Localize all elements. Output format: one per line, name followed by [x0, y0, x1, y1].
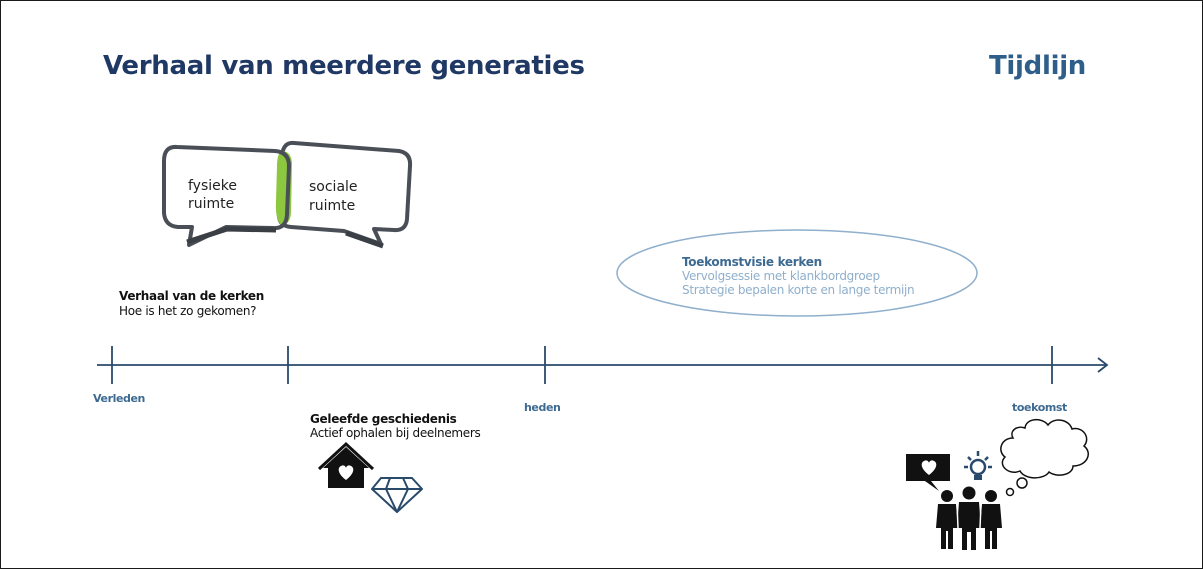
bubble-left-line2: ruimte — [188, 196, 235, 212]
bubble-right-line1: sociale — [309, 179, 358, 195]
bubble-left-line1: fysieke — [188, 178, 237, 194]
label-now: heden — [524, 401, 561, 414]
future-vision-line2: Strategie bepalen korte en lange termijn — [682, 283, 915, 297]
page-tag: Tijdlijn — [989, 51, 1087, 81]
history-subtitle: Actief ophalen bij deelnemers — [310, 426, 481, 440]
bubble-right-line2: ruimte — [309, 198, 356, 214]
future-vision-line1: Vervolgsessie met klankbordgroep — [682, 269, 880, 283]
history-title: Geleefde geschiedenis — [310, 412, 457, 426]
story-title: Verhaal van de kerken — [119, 289, 265, 303]
page-title: Verhaal van meerdere generaties — [103, 51, 585, 81]
story-subtitle: Hoe is het zo gekomen? — [119, 304, 257, 318]
future-vision-title: Toekomstvisie kerken — [682, 255, 822, 269]
label-past: Verleden — [93, 392, 145, 405]
label-future: toekomst — [1012, 401, 1067, 414]
